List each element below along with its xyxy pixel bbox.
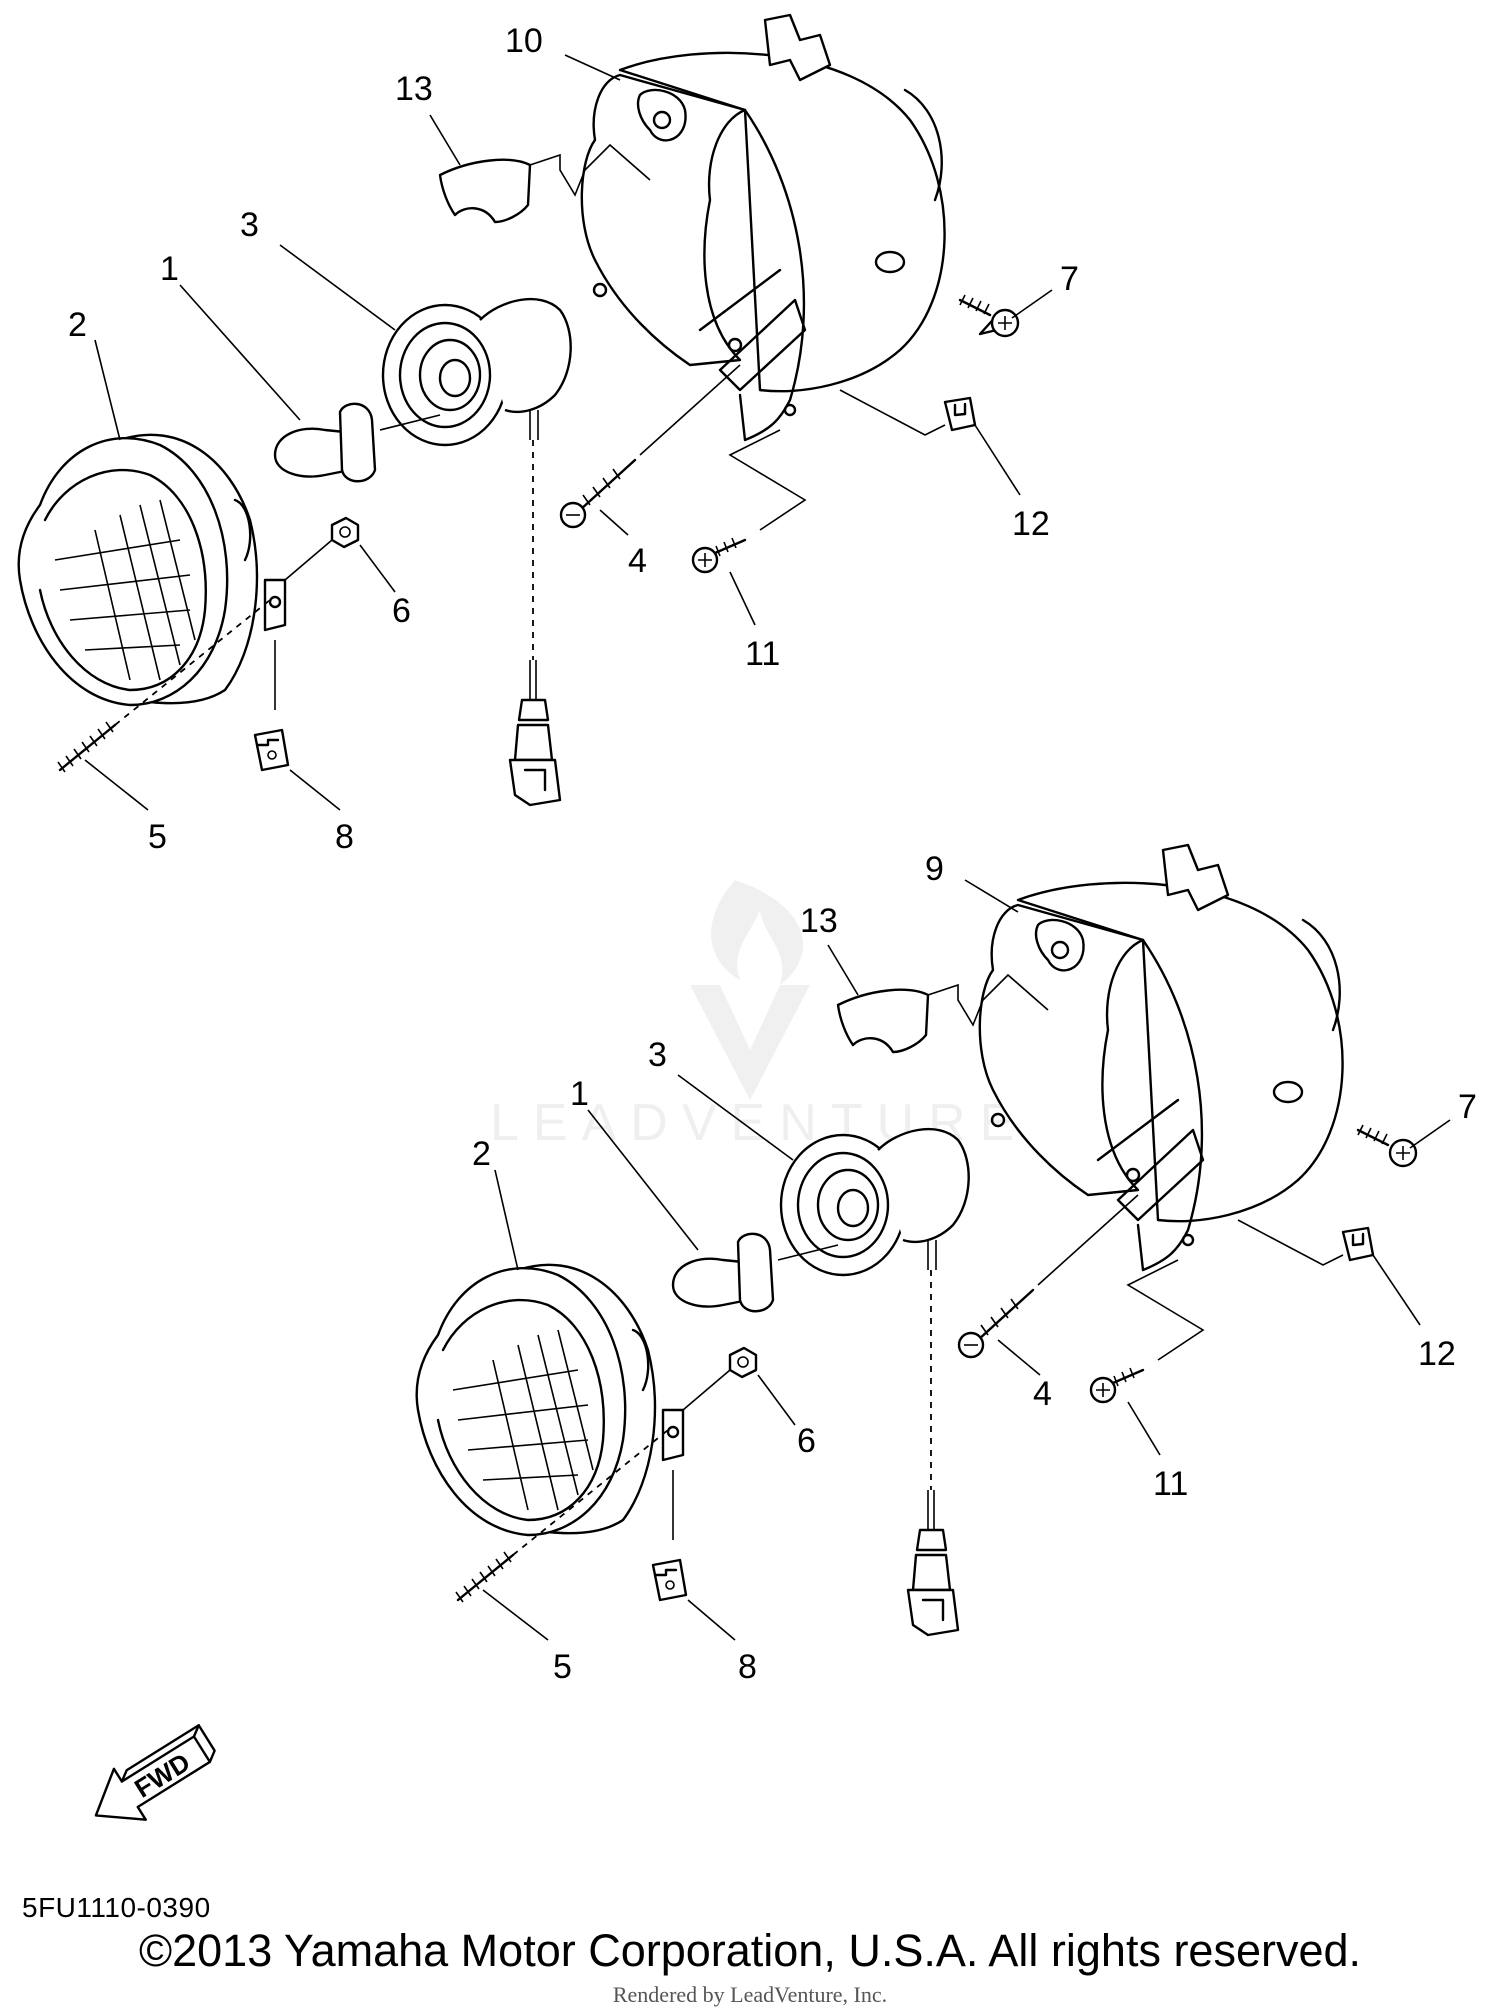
callout-lower-12: 12 — [1418, 1335, 1456, 1373]
callout-upper-13: 13 — [395, 70, 433, 108]
callout-lower-2: 2 — [472, 1135, 491, 1173]
callout-upper-6: 6 — [392, 592, 411, 630]
callout-lower-4: 4 — [1033, 1375, 1052, 1413]
lower-assembly — [415, 843, 1418, 1637]
lower-screw-11 — [1089, 1259, 1205, 1404]
lower-nut-12 — [1237, 1219, 1375, 1266]
callout-upper-1: 1 — [160, 250, 179, 288]
upper-bulb-1 — [273, 402, 441, 483]
lower-leader-lines — [482, 879, 1451, 1641]
upper-nut-6 — [284, 516, 360, 581]
upper-wire-connector — [508, 440, 562, 807]
callout-lower-7: 7 — [1458, 1088, 1477, 1126]
upper-screw-4 — [559, 458, 637, 529]
callout-lower-9: 9 — [925, 850, 944, 888]
upper-lens-2 — [17, 433, 287, 707]
lower-screw-4 — [957, 1194, 1139, 1359]
drawing-code: 5FU1110-0390 — [22, 1892, 211, 1923]
callout-lower-5: 5 — [553, 1648, 572, 1686]
callout-upper-3: 3 — [240, 206, 259, 244]
upper-assembly — [17, 13, 1020, 807]
callout-lower-13: 13 — [800, 902, 838, 940]
upper-housing-10 — [580, 13, 946, 442]
upper-clip-8 — [253, 640, 290, 772]
lower-clip-13 — [836, 988, 930, 1054]
copyright-notice: ©2013 Yamaha Motor Corporation, U.S.A. A… — [138, 1925, 1362, 1976]
fwd-arrow-icon: FWD — [94, 1724, 216, 1821]
callout-lower-6: 6 — [797, 1422, 816, 1460]
lower-wire-connector — [906, 1270, 960, 1637]
lower-spring-5 — [455, 1429, 669, 1603]
lower-lens-2 — [415, 1263, 685, 1537]
callout-upper-2: 2 — [68, 306, 87, 344]
callout-upper-4: 4 — [628, 542, 647, 580]
upper-callouts: 10 13 3 1 2 7 4 12 6 11 5 8 — [68, 22, 1079, 856]
upper-socket-3 — [381, 297, 572, 447]
callout-lower-3: 3 — [648, 1036, 667, 1074]
rendered-by-notice: Rendered by LeadVenture, Inc. — [612, 1982, 888, 2007]
callout-upper-10: 10 — [505, 22, 543, 60]
upper-nut-12 — [839, 389, 977, 436]
callout-lower-11: 11 — [1153, 1465, 1188, 1503]
callout-lower-1: 1 — [570, 1075, 589, 1113]
lower-socket-3 — [779, 1127, 970, 1277]
upper-screw-11 — [691, 429, 807, 574]
lower-screw-7 — [1356, 1124, 1418, 1168]
lower-bulb-1 — [671, 1232, 839, 1313]
callout-upper-8: 8 — [335, 818, 354, 856]
callout-upper-5: 5 — [148, 818, 167, 856]
lower-clip-8 — [651, 1470, 688, 1602]
lower-callouts: 9 13 3 1 2 7 4 12 6 11 5 8 — [472, 850, 1477, 1686]
upper-spring-5 — [57, 599, 271, 773]
lower-housing-9 — [978, 843, 1344, 1272]
upper-screw-4-axis — [639, 364, 741, 456]
callout-lower-8: 8 — [738, 1648, 757, 1686]
upper-leader-lines — [84, 54, 1053, 811]
callout-upper-12: 12 — [1012, 505, 1050, 543]
callout-upper-7: 7 — [1060, 260, 1079, 298]
upper-screw-7 — [958, 294, 1020, 338]
lower-nut-6 — [682, 1346, 758, 1411]
callout-upper-11: 11 — [745, 635, 780, 673]
upper-clip-13 — [438, 158, 532, 224]
